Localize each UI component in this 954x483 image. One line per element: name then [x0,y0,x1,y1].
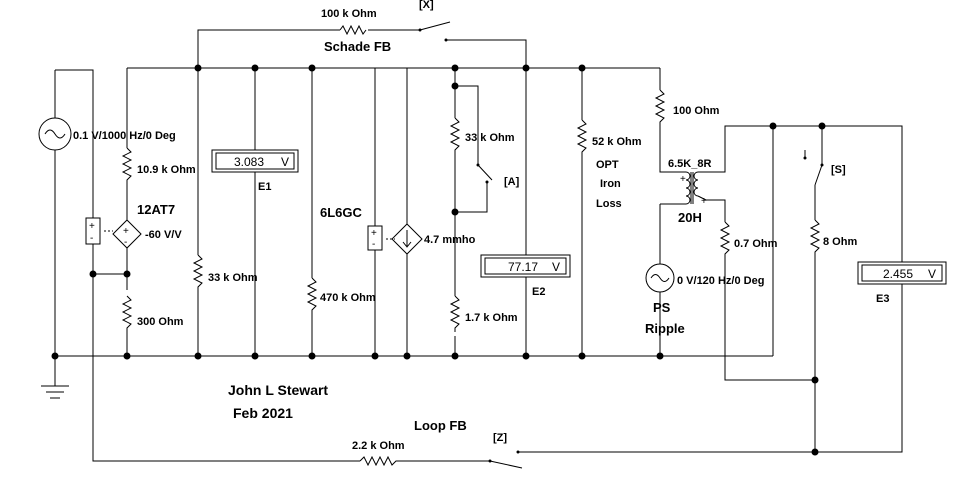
label-r-loop: 2.2 k Ohm [352,440,405,452]
meter-e3: 2.455 V [857,261,947,285]
label-gain1: -60 V/V [145,229,182,241]
label-author: John L Stewart [228,382,328,398]
resistor-loop [359,455,408,467]
label-gm2: 4.7 mmho [424,234,476,246]
resistor-0-7 [719,221,731,262]
label-ps: PS [653,300,671,315]
label-r-schade: 100 k Ohm [321,8,377,20]
svg-text:-: - [90,233,93,244]
label-r-1-7k: 1.7 k Ohm [465,312,518,324]
svg-text:+: + [371,228,377,239]
junctions [51,64,826,456]
label-transformer: 6.5K_8R [668,158,711,170]
svg-text:-: - [124,237,127,248]
label-choke: 20H [678,210,702,225]
label-opt: OPT [596,159,619,171]
label-loss: Loss [596,198,622,210]
vccs-6l6gc: + - [367,223,423,255]
label-r-cathode: 300 Ohm [137,316,184,328]
vcvs-12at7: + - + - [85,217,142,249]
label-date: Feb 2021 [233,405,293,421]
switch-a [477,164,493,192]
meter-e1: 3.083 V [211,149,299,173]
resistor-100-ohm [654,89,666,126]
label-r-470k: 470 k Ohm [320,292,376,304]
label-switch-x: [X] [419,0,434,11]
label-switch-a: [A] [504,176,520,188]
source-input [38,117,72,151]
label-schade-fb: Schade FB [324,39,391,54]
label-r-plate1: 10.9 k Ohm [137,164,196,176]
label-e1: E1 [258,181,271,193]
svg-text:V: V [552,260,560,274]
svg-text:V: V [928,267,936,281]
label-r-33k-left: 33 k Ohm [208,272,258,284]
resistors [121,24,821,467]
label-switch-z: [Z] [493,432,507,444]
resistor-33k-left [192,254,204,300]
label-r-33k-fb: 33 k Ohm [465,132,515,144]
label-tube2: 6L6GC [320,205,363,220]
label-e3: E3 [876,293,889,305]
label-e2: E2 [532,286,545,298]
label-source-ps: 0 V/120 Hz/0 Deg [677,275,764,287]
resistor-cathode [121,295,133,336]
source-ps [645,263,675,293]
svg-text:+: + [89,221,95,232]
svg-text:3.083: 3.083 [234,155,264,169]
label-r-52k: 52 k Ohm [592,136,642,148]
resistor-plate1 [121,147,133,188]
labels: 0.1 V/1000 Hz/0 Deg 10.9 k Ohm 12AT7 -60… [73,0,889,452]
label-loop-fb: Loop FB [414,418,467,433]
resistor-52k [576,119,588,162]
label-iron: Iron [600,178,621,190]
resistor-schade [339,24,367,36]
output-transformer: + + [678,171,707,207]
svg-text:2.455: 2.455 [883,267,913,281]
switches [418,28,824,463]
label-switch-s: [S] [831,164,846,176]
label-tube1: 12AT7 [137,202,175,217]
resistor-8 [809,219,821,260]
resistor-33k-fb [449,117,461,160]
svg-text:+: + [123,226,129,237]
label-r-8: 8 Ohm [823,236,857,248]
svg-text:+: + [701,196,707,207]
resistor-1-7k [449,295,461,332]
meter-e2: 77.17 V [480,254,571,278]
svg-text:77.17: 77.17 [508,260,538,274]
resistor-470k [306,277,318,322]
label-r-0-7: 0.7 Ohm [734,238,778,250]
label-ripple: Ripple [645,321,685,336]
svg-text:+: + [680,174,686,185]
label-r-100: 100 Ohm [673,105,720,117]
svg-text:-: - [372,239,375,250]
svg-text:V: V [281,155,289,169]
label-source-in: 0.1 V/1000 Hz/0 Deg [73,130,176,142]
switch-s [814,164,823,186]
